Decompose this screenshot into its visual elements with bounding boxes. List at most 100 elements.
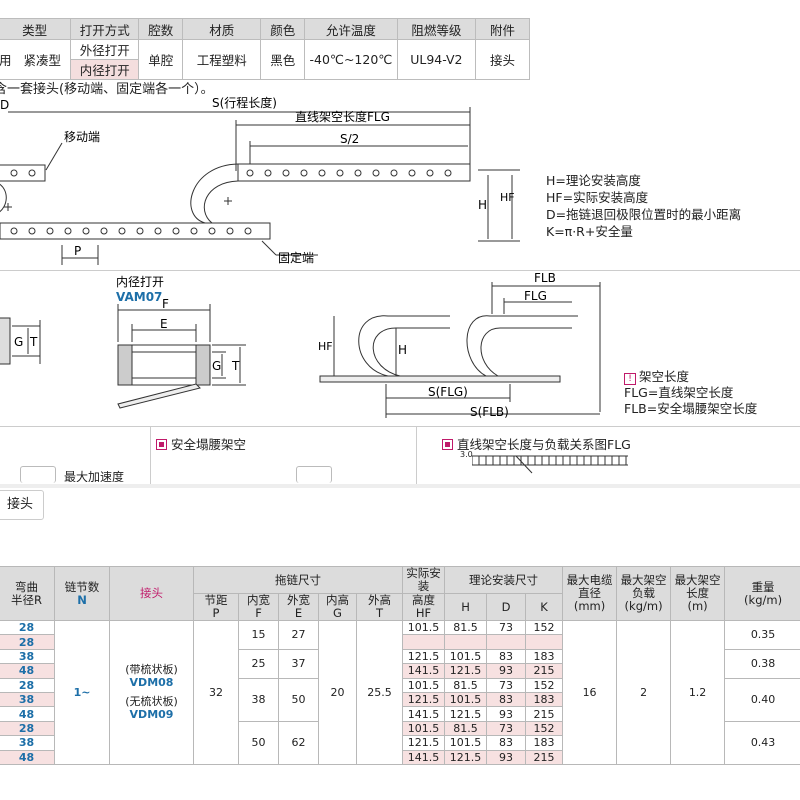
th-theory: 理论安装尺寸 (444, 566, 564, 594)
spec-header: 允许温度 (304, 18, 398, 40)
table-cell: 215 (525, 706, 564, 722)
divider (0, 426, 800, 427)
th-cable: 最大电缆直径(mm) (562, 566, 618, 621)
cut-text: 最大加速度 (64, 470, 125, 482)
table-cell: 2 (616, 620, 672, 765)
overhang-legend-title: 架空长度 (639, 369, 690, 384)
section-icon (156, 439, 167, 450)
table-cell (486, 634, 527, 650)
note-text: 含一套接头(移动端、固定端各一个）。 (0, 82, 214, 97)
grid-axis-label: 3.0 (460, 450, 473, 459)
table-cell: 32 (193, 620, 239, 765)
table-cell: 183 (525, 735, 564, 751)
dim-hf-right: HF (318, 340, 333, 353)
th-len: 最大架空长度(m) (670, 566, 726, 621)
table-cell: 73 (486, 619, 527, 636)
dim-sflb: S(FLB) (470, 405, 509, 419)
table-cell: 15 (238, 620, 279, 650)
legend-item: HF=实际安装高度 (546, 190, 649, 205)
dim-left-g: G (14, 335, 23, 349)
table-cell: 121.5 (402, 648, 446, 665)
table-cell: 25.5 (355, 620, 404, 765)
table-cell: 83 (486, 735, 527, 751)
table-cell: 101.5 (402, 720, 446, 737)
dim-d: D (0, 98, 9, 112)
load-grid (472, 455, 628, 474)
legend-item: K=π·R+安全量 (546, 224, 633, 239)
dim-h-right: H (398, 343, 407, 357)
dim-h: H (478, 198, 487, 212)
th-actual: 实际安装 (402, 566, 446, 594)
table-cell: 183 (525, 691, 564, 708)
cut-button[interactable] (296, 466, 332, 483)
table-cell: 38 (0, 648, 55, 665)
th-bend: 弯曲半径R (0, 566, 55, 621)
spec-flame: UL94-V2 (396, 39, 477, 80)
table-cell: 152 (525, 619, 564, 636)
th-k: K (525, 593, 564, 621)
table-cell: 215 (525, 749, 564, 765)
joint-button[interactable]: 接头 (0, 490, 44, 520)
table-cell: 27 (278, 620, 319, 650)
band (0, 484, 800, 488)
spec-header: 腔数 (138, 18, 184, 40)
table-cell: 141.5 (402, 663, 446, 679)
spec-color: 黑色 (260, 39, 306, 80)
dim-flg: 直线架空长度FLG (295, 109, 390, 124)
table-cell: 121.5 (444, 706, 488, 722)
table-cell: 101.5 (402, 619, 446, 636)
table-cell: 183 (525, 648, 564, 665)
overhang-legend: !架空长度 FLG=直线架空长度 FLB=安全塌腰架空长度 (624, 369, 757, 417)
spec-cavity: 单腔 (138, 39, 184, 80)
table-cell: 50 (238, 720, 279, 765)
dim-t: T (231, 359, 240, 373)
table-cell: 20 (318, 620, 357, 765)
table-cell: 28 (0, 677, 55, 693)
table-cell: 101.5 (444, 648, 488, 665)
cut-button[interactable] (20, 466, 56, 483)
table-cell: 93 (486, 663, 527, 679)
table-cell: 121.5 (444, 663, 488, 679)
th-weight: 重量(kg/m) (724, 566, 800, 621)
table-cell: 48 (0, 749, 55, 765)
dim-hf: HF (500, 191, 515, 204)
table-cell: 101.5 (444, 735, 488, 751)
table-cell: 48 (0, 663, 55, 679)
table-cell (402, 634, 446, 650)
table-cell: 93 (486, 749, 527, 765)
inner-open-label: 内径打开 (116, 275, 164, 289)
table-cell: 28 (0, 634, 55, 650)
table-cell (444, 634, 488, 650)
table-cell: 38 (0, 735, 55, 751)
table-row: 28 (0, 634, 800, 650)
table-cell: 28 (0, 720, 55, 737)
table-cell: 141.5 (402, 749, 446, 765)
inner-open-code: VAM07 (116, 290, 162, 304)
spec-header: 类型 (0, 18, 72, 40)
spec-header: 附件 (475, 18, 530, 40)
spec-open-outer: 外径打开 (70, 39, 140, 60)
table-cell: 152 (525, 720, 564, 737)
th-d: D (486, 593, 527, 621)
table-cell: 83 (486, 691, 527, 708)
table-cell: 81.5 (444, 677, 488, 693)
table-cell: 0.35 (724, 620, 800, 650)
spec-accessory: 接头 (475, 39, 530, 80)
dim-e: E (160, 317, 168, 331)
spec-header: 材质 (182, 18, 262, 40)
table-cell: 16 (562, 620, 618, 765)
table-cell: 0.40 (724, 677, 800, 722)
table-cell: 121.5 (444, 749, 488, 765)
table-cell: 28 (0, 619, 55, 636)
cross-section-diagram: 内径打开 VAM07 F E G T G T (0, 275, 246, 409)
table-cell: 62 (278, 720, 319, 765)
info-icon: ! (624, 373, 636, 385)
